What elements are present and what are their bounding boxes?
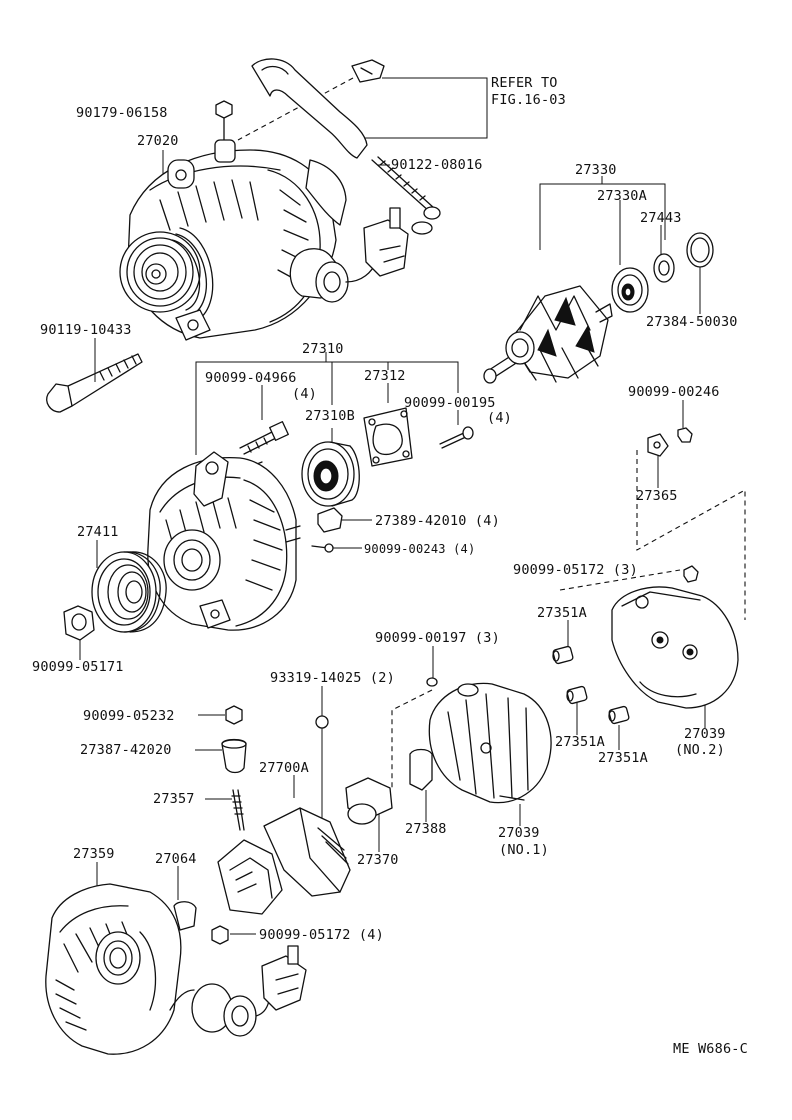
part-label-27310B: 27310B <box>305 408 355 424</box>
part-label-90122-08016: 90122-08016 <box>391 157 483 173</box>
bolt-90119 <box>46 353 143 413</box>
part-label-27020: 27020 <box>137 133 179 149</box>
part-label-27312: 27312 <box>364 368 406 384</box>
part-label-90099-00197: 90099-00197 (3) <box>375 630 500 646</box>
reference-line2: FIG.16-03 <box>491 92 566 108</box>
part-label-27384-50030: 27384-50030 <box>646 314 738 330</box>
alternator-assembly <box>119 139 409 341</box>
part-label-27443: 27443 <box>640 210 682 226</box>
holder-27370 <box>345 777 393 825</box>
screw-90099-00243 <box>311 543 334 553</box>
part-label-27359: 27359 <box>73 846 115 862</box>
part-label-90099-05171: 90099-05171 <box>32 659 124 675</box>
part-label-27365: 27365 <box>636 488 678 504</box>
reference-line1: REFER TO <box>491 75 558 91</box>
part-label-27357: 27357 <box>153 791 195 807</box>
rotor-27330 <box>483 285 613 384</box>
part-label-27039-no1: 27039 <box>498 825 540 841</box>
part-label-90099-00246: 90099-00246 <box>628 384 720 400</box>
brush-holder <box>217 839 283 915</box>
part-label-90099-05232: 90099-05232 <box>83 708 175 724</box>
part-label-90099-00243: 90099-00243 (4) <box>364 542 476 556</box>
part-label-27389-42010: 27389-42010 (4) <box>375 513 500 529</box>
clip-27389 <box>317 507 343 533</box>
part-label-90119-10433: 90119-10433 <box>40 322 132 338</box>
regulator-27700A <box>263 807 351 897</box>
part-label-27039-no2-sub: (NO.2) <box>675 742 725 758</box>
bearing-27310B <box>301 441 360 507</box>
plate-27064 <box>173 901 197 931</box>
rear-frame-27359 <box>45 883 307 1055</box>
grommet-93319 <box>315 715 329 729</box>
bearing-27330A <box>611 267 649 313</box>
bracket-27365 <box>647 433 669 457</box>
bolt-90122 <box>371 156 441 235</box>
part-label-90099-04966: 90099-04966 <box>205 370 297 386</box>
rectifier-27039-no1 <box>428 682 552 804</box>
part-label-27330: 27330 <box>575 162 617 178</box>
insulator-27351A-a <box>552 645 574 665</box>
screw-90099-00195 <box>439 426 474 449</box>
nut-90099-05232 <box>225 705 243 725</box>
terminal-27357 <box>231 789 245 831</box>
part-label-27351A-c: 27351A <box>598 750 648 766</box>
insulator-27351A-b <box>566 685 588 705</box>
cover-27384 <box>686 232 714 268</box>
adjusting-bar-bracket <box>251 58 385 159</box>
part-label-27064: 27064 <box>155 851 197 867</box>
nut-90099-05172-4 <box>211 925 229 945</box>
part-label-27370: 27370 <box>357 852 399 868</box>
part-label-27411: 27411 <box>77 524 119 540</box>
part-label-27387-42020: 27387-42020 <box>80 742 172 758</box>
part-label-27330A: 27330A <box>597 188 647 204</box>
part-label-27388: 27388 <box>405 821 447 837</box>
part-label-90099-05172-3: 90099-05172 (3) <box>513 562 638 578</box>
part-label-27310: 27310 <box>302 341 344 357</box>
screw-90099-00246 <box>677 427 693 443</box>
pulley-27411 <box>91 551 167 633</box>
part-label-90179-06158: 90179-06158 <box>76 105 168 121</box>
nut-90179 <box>215 100 233 141</box>
part-label-27351A-a: 27351A <box>537 605 587 621</box>
drive-end-frame <box>147 451 301 631</box>
part-label-90099-00195: 90099-00195 <box>404 395 496 411</box>
part-qty-90099-00195: (4) <box>487 410 512 426</box>
part-label-27700A: 27700A <box>259 760 309 776</box>
leader-lines <box>79 77 746 935</box>
part-label-27039-no2: 27039 <box>684 726 726 742</box>
part-label-90099-05172-4: 90099-05172 (4) <box>259 927 384 943</box>
retainer-27443 <box>653 253 675 283</box>
part-qty-90099-04966: (4) <box>292 386 317 402</box>
figure-code: ME W686-C <box>673 1041 748 1057</box>
part-label-27351A-b: 27351A <box>555 734 605 750</box>
part-label-27039-no1-sub: (NO.1) <box>499 842 549 858</box>
nut-90099-05171 <box>63 605 95 641</box>
cover-27388 <box>409 748 433 791</box>
insulator-27387 <box>221 738 247 774</box>
insulator-27351A-c <box>608 705 630 725</box>
rear-cover-27039-no2 <box>611 586 739 709</box>
screw-90099-00197 <box>426 677 438 687</box>
plate-27312 <box>363 407 413 467</box>
part-label-93319-14025: 93319-14025 (2) <box>270 670 395 686</box>
nut-90099-05172-3 <box>683 565 699 583</box>
